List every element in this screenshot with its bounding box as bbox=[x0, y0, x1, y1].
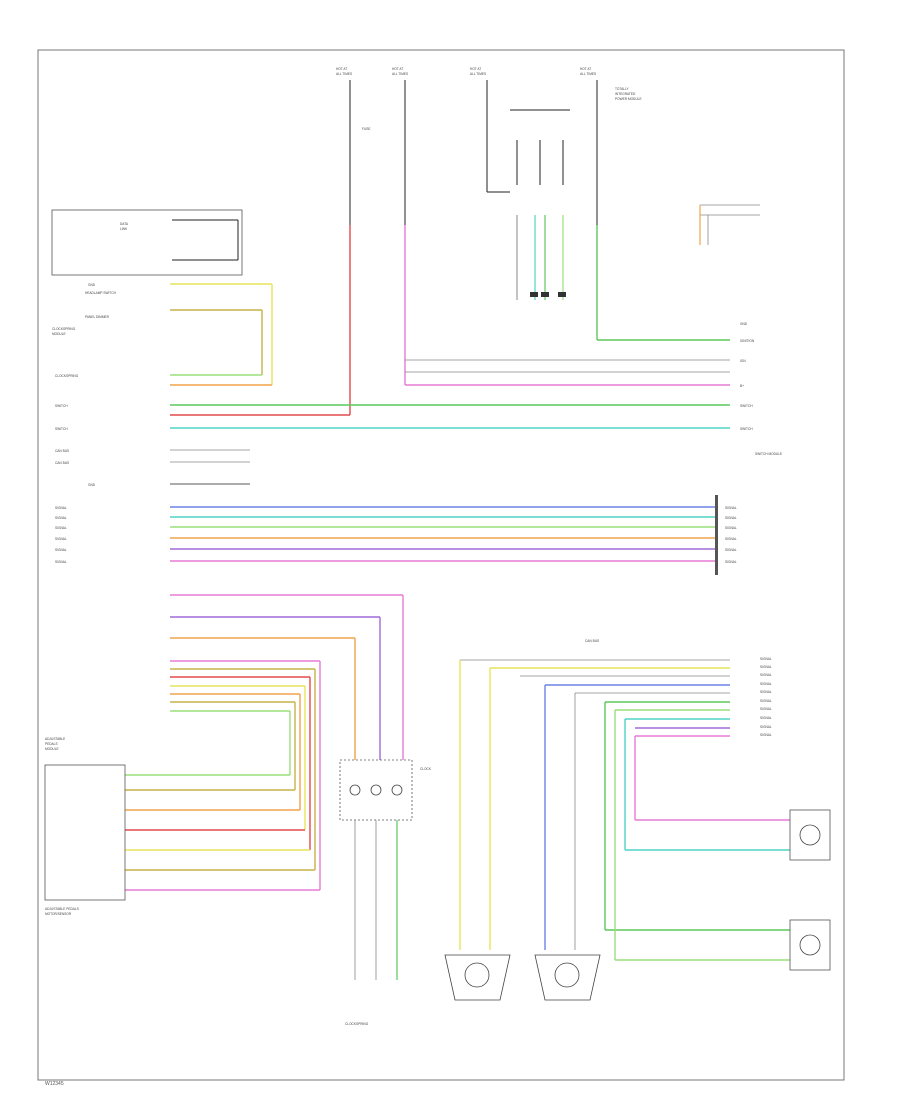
svg-text:SIGNAL: SIGNAL bbox=[725, 560, 737, 564]
svg-text:HOT AT: HOT AT bbox=[580, 67, 591, 71]
svg-text:SIGNAL: SIGNAL bbox=[760, 657, 772, 661]
diagram-frame bbox=[37, 49, 845, 1081]
svg-text:IGNITION: IGNITION bbox=[740, 339, 755, 343]
svg-text:CLOCKSPRING: CLOCKSPRING bbox=[52, 327, 76, 331]
svg-text:TOTALLY: TOTALLY bbox=[615, 87, 630, 91]
lower-right-wiring: CAN BUS SIGNAL SIGNAL SIGNAL SIGNAL SIGN… bbox=[459, 639, 790, 961]
svg-text:SIGNAL: SIGNAL bbox=[760, 725, 772, 729]
svg-text:SIGNAL: SIGNAL bbox=[760, 699, 772, 703]
svg-text:SIGNAL: SIGNAL bbox=[760, 665, 772, 669]
svg-text:CLOCKSPRING: CLOCKSPRING bbox=[345, 1022, 369, 1026]
clockspring-block: CLOCKSPRING CLOCK bbox=[339, 759, 432, 1026]
svg-text:HOT AT: HOT AT bbox=[470, 67, 481, 71]
bus-lines-upper: CLOCKSPRING SWITCH SWITCH GND IGNITION I… bbox=[55, 322, 782, 456]
svg-text:GND: GND bbox=[88, 483, 96, 487]
speaker-right bbox=[534, 954, 601, 1001]
svg-text:POWER MODULE: POWER MODULE bbox=[615, 97, 642, 101]
svg-text:SIGNAL: SIGNAL bbox=[760, 690, 772, 694]
ground-connectors bbox=[516, 215, 566, 300]
svg-text:MODULE: MODULE bbox=[52, 332, 66, 336]
svg-text:GND: GND bbox=[88, 283, 96, 287]
svg-text:SIGNAL: SIGNAL bbox=[725, 526, 737, 530]
svg-text:ALL TIMES: ALL TIMES bbox=[336, 72, 352, 76]
svg-text:SIGNAL: SIGNAL bbox=[55, 526, 67, 530]
svg-text:SWITCH: SWITCH bbox=[55, 427, 68, 431]
svg-text:HOT AT: HOT AT bbox=[336, 67, 347, 71]
speaker-left bbox=[444, 954, 511, 1001]
svg-text:CLOCK: CLOCK bbox=[420, 767, 432, 771]
lower-left-wiring: ADJUSTABLE PEDALS MODULE ADJUSTABLE PEDA… bbox=[44, 594, 404, 916]
svg-text:LINK: LINK bbox=[120, 227, 128, 231]
svg-text:SIGNAL: SIGNAL bbox=[725, 506, 737, 510]
svg-text:SIGNAL: SIGNAL bbox=[760, 682, 772, 686]
svg-text:GND: GND bbox=[740, 322, 748, 326]
svg-text:SIGNAL: SIGNAL bbox=[760, 733, 772, 737]
svg-text:CAN BUS: CAN BUS bbox=[55, 449, 69, 453]
svg-text:ALL TIMES: ALL TIMES bbox=[392, 72, 408, 76]
svg-text:PANEL DIMMER: PANEL DIMMER bbox=[85, 315, 110, 319]
svg-text:SIGNAL: SIGNAL bbox=[725, 548, 737, 552]
svg-text:SIGNAL: SIGNAL bbox=[725, 516, 737, 520]
svg-text:SIGNAL: SIGNAL bbox=[55, 506, 67, 510]
svg-text:SWITCH: SWITCH bbox=[740, 404, 753, 408]
bus-lines-color-set: SIGNAL SIGNAL SIGNAL SIGNAL SIGNAL SIGNA… bbox=[55, 495, 737, 575]
sensor-right-lower bbox=[789, 919, 831, 971]
svg-text:IGN: IGN bbox=[740, 359, 746, 363]
svg-text:DATA: DATA bbox=[120, 222, 129, 226]
svg-text:SIGNAL: SIGNAL bbox=[760, 673, 772, 677]
svg-text:ADJUSTABLE PEDALS: ADJUSTABLE PEDALS bbox=[45, 907, 79, 911]
svg-text:CAN BUS: CAN BUS bbox=[55, 461, 69, 465]
svg-text:CLOCKSPRING: CLOCKSPRING bbox=[55, 374, 79, 378]
svg-text:FUSE: FUSE bbox=[362, 127, 371, 131]
svg-text:SWITCH MODULE: SWITCH MODULE bbox=[755, 452, 782, 456]
svg-text:SWITCH: SWITCH bbox=[740, 427, 753, 431]
svg-text:ADJUSTABLE: ADJUSTABLE bbox=[45, 737, 65, 741]
svg-text:MODULE: MODULE bbox=[45, 747, 59, 751]
svg-text:SIGNAL: SIGNAL bbox=[760, 707, 772, 711]
page-code: W12345 bbox=[45, 1081, 64, 1087]
bus-lines-middle: CAN BUS CAN BUS GND bbox=[55, 449, 250, 487]
legend-top-right bbox=[699, 204, 760, 245]
svg-text:SIGNAL: SIGNAL bbox=[55, 537, 67, 541]
svg-text:SIGNAL: SIGNAL bbox=[55, 560, 67, 564]
svg-text:SWITCH: SWITCH bbox=[55, 404, 68, 408]
svg-text:SIGNAL: SIGNAL bbox=[725, 537, 737, 541]
svg-text:HEADLAMP SWITCH: HEADLAMP SWITCH bbox=[85, 291, 117, 295]
svg-text:MOTOR/SENSOR: MOTOR/SENSOR bbox=[45, 912, 72, 916]
svg-text:SIGNAL: SIGNAL bbox=[55, 516, 67, 520]
svg-text:PEDALS: PEDALS bbox=[45, 742, 58, 746]
sensor-right-upper bbox=[789, 809, 831, 861]
svg-text:SIGNAL: SIGNAL bbox=[55, 548, 67, 552]
svg-text:SIGNAL: SIGNAL bbox=[760, 716, 772, 720]
svg-text:ALL TIMES: ALL TIMES bbox=[470, 72, 486, 76]
svg-text:B+: B+ bbox=[740, 384, 744, 388]
svg-text:INTEGRATED: INTEGRATED bbox=[615, 92, 636, 96]
svg-text:HOT AT: HOT AT bbox=[392, 67, 403, 71]
svg-text:CAN BUS: CAN BUS bbox=[585, 639, 599, 643]
svg-text:ALL TIMES: ALL TIMES bbox=[580, 72, 596, 76]
